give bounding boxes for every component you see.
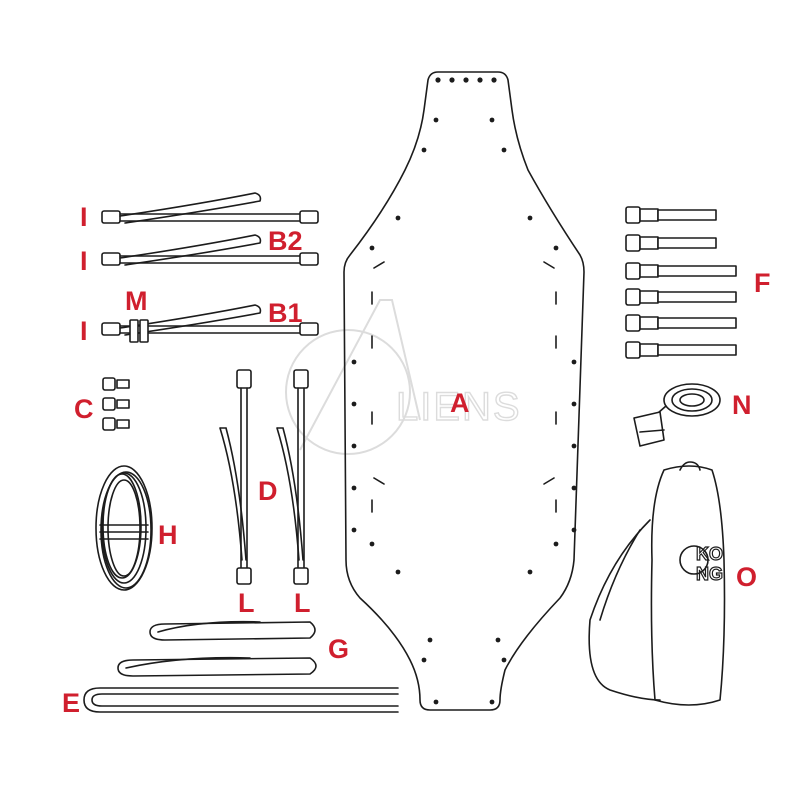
board-hole (571, 527, 577, 533)
board-hole (463, 77, 469, 83)
strap-webbing (657, 344, 737, 356)
board-hole (571, 359, 577, 365)
board-slot (373, 261, 385, 269)
board-hole (433, 699, 439, 705)
part-i-m-b1-strap-bottom (101, 304, 319, 343)
label-a: A (450, 388, 470, 418)
label-g: G (328, 634, 349, 664)
board-slot (543, 477, 555, 485)
board-hole (553, 245, 559, 251)
strap-clip (639, 316, 659, 330)
label-h: H (158, 520, 178, 550)
strap-buckle (625, 206, 641, 224)
board-hole (571, 401, 577, 407)
label-f: F (754, 268, 771, 298)
board-hole (351, 359, 357, 365)
board-hole (433, 117, 439, 123)
board-hole (395, 215, 401, 221)
board-hole (501, 147, 507, 153)
part-f-straps (625, 206, 737, 359)
label-b2: B2 (268, 226, 303, 256)
strap-clip (639, 343, 659, 357)
strap-clip (639, 208, 659, 222)
board-hole (369, 245, 375, 251)
part-c-buckles (102, 377, 130, 431)
part-d-l-strap-left (219, 369, 252, 585)
watermark-logo: LIENS (285, 299, 522, 455)
board-hole (427, 637, 433, 643)
board-hole (527, 215, 533, 221)
strap-buckle (625, 262, 641, 280)
board-hole (369, 541, 375, 547)
strap-buckle (625, 314, 641, 332)
bag-logo-line1: KO (696, 544, 723, 564)
part-i-b2-strap-top (101, 192, 319, 224)
label-n: N (732, 390, 752, 420)
board-hole (501, 657, 507, 663)
strap-clip (639, 290, 659, 304)
label-e: E (62, 688, 80, 718)
board-hole (421, 657, 427, 663)
label-d: D (258, 476, 278, 506)
part-d-l-strap-right (276, 369, 309, 585)
part-e-rod (83, 687, 399, 713)
board-hole (421, 147, 427, 153)
board-hole (449, 77, 455, 83)
board-hole (571, 443, 577, 449)
board-hole (435, 77, 441, 83)
part-o-bag: KO NG (588, 461, 726, 706)
board-hole (489, 699, 495, 705)
board-hole (351, 485, 357, 491)
board-hole (491, 77, 497, 83)
strap-buckle (625, 341, 641, 359)
board-hole (351, 527, 357, 533)
label-i-bottom: I (80, 316, 88, 346)
part-h-coil (95, 465, 153, 591)
label-i-middle: I (80, 246, 88, 276)
part-n-ratchet (633, 383, 721, 447)
board-hole (495, 637, 501, 643)
strap-buckle (625, 288, 641, 306)
label-b1: B1 (268, 298, 303, 328)
part-i-b2-strap-middle (101, 234, 319, 266)
strap-clip (639, 236, 659, 250)
board-hole (571, 485, 577, 491)
board-slot (543, 261, 555, 269)
board-hole (395, 569, 401, 575)
label-m: M (125, 286, 148, 316)
board-hole (351, 443, 357, 449)
strap-clip (639, 264, 659, 278)
strap-webbing (657, 317, 737, 329)
strap-webbing (657, 209, 717, 221)
board-hole (477, 77, 483, 83)
strap-webbing (657, 291, 737, 303)
strap-buckle (625, 234, 641, 252)
part-g-slings (117, 620, 317, 677)
part-a-board (343, 71, 585, 711)
board-hole (553, 541, 559, 547)
label-l-left: L (238, 588, 255, 618)
strap-webbing (657, 265, 737, 277)
board-slot (373, 477, 385, 485)
labels: A B1 B2 C D E F G H I I I L L M N O (62, 202, 771, 718)
label-c: C (74, 394, 94, 424)
label-o: O (736, 562, 757, 592)
watermark-text: LIENS (396, 385, 522, 429)
bag-logo-line2: NG (696, 564, 723, 584)
label-l-right: L (294, 588, 311, 618)
board-hole (351, 401, 357, 407)
board-hole (527, 569, 533, 575)
board-hole (489, 117, 495, 123)
label-i-top: I (80, 202, 88, 232)
strap-webbing (657, 237, 717, 249)
